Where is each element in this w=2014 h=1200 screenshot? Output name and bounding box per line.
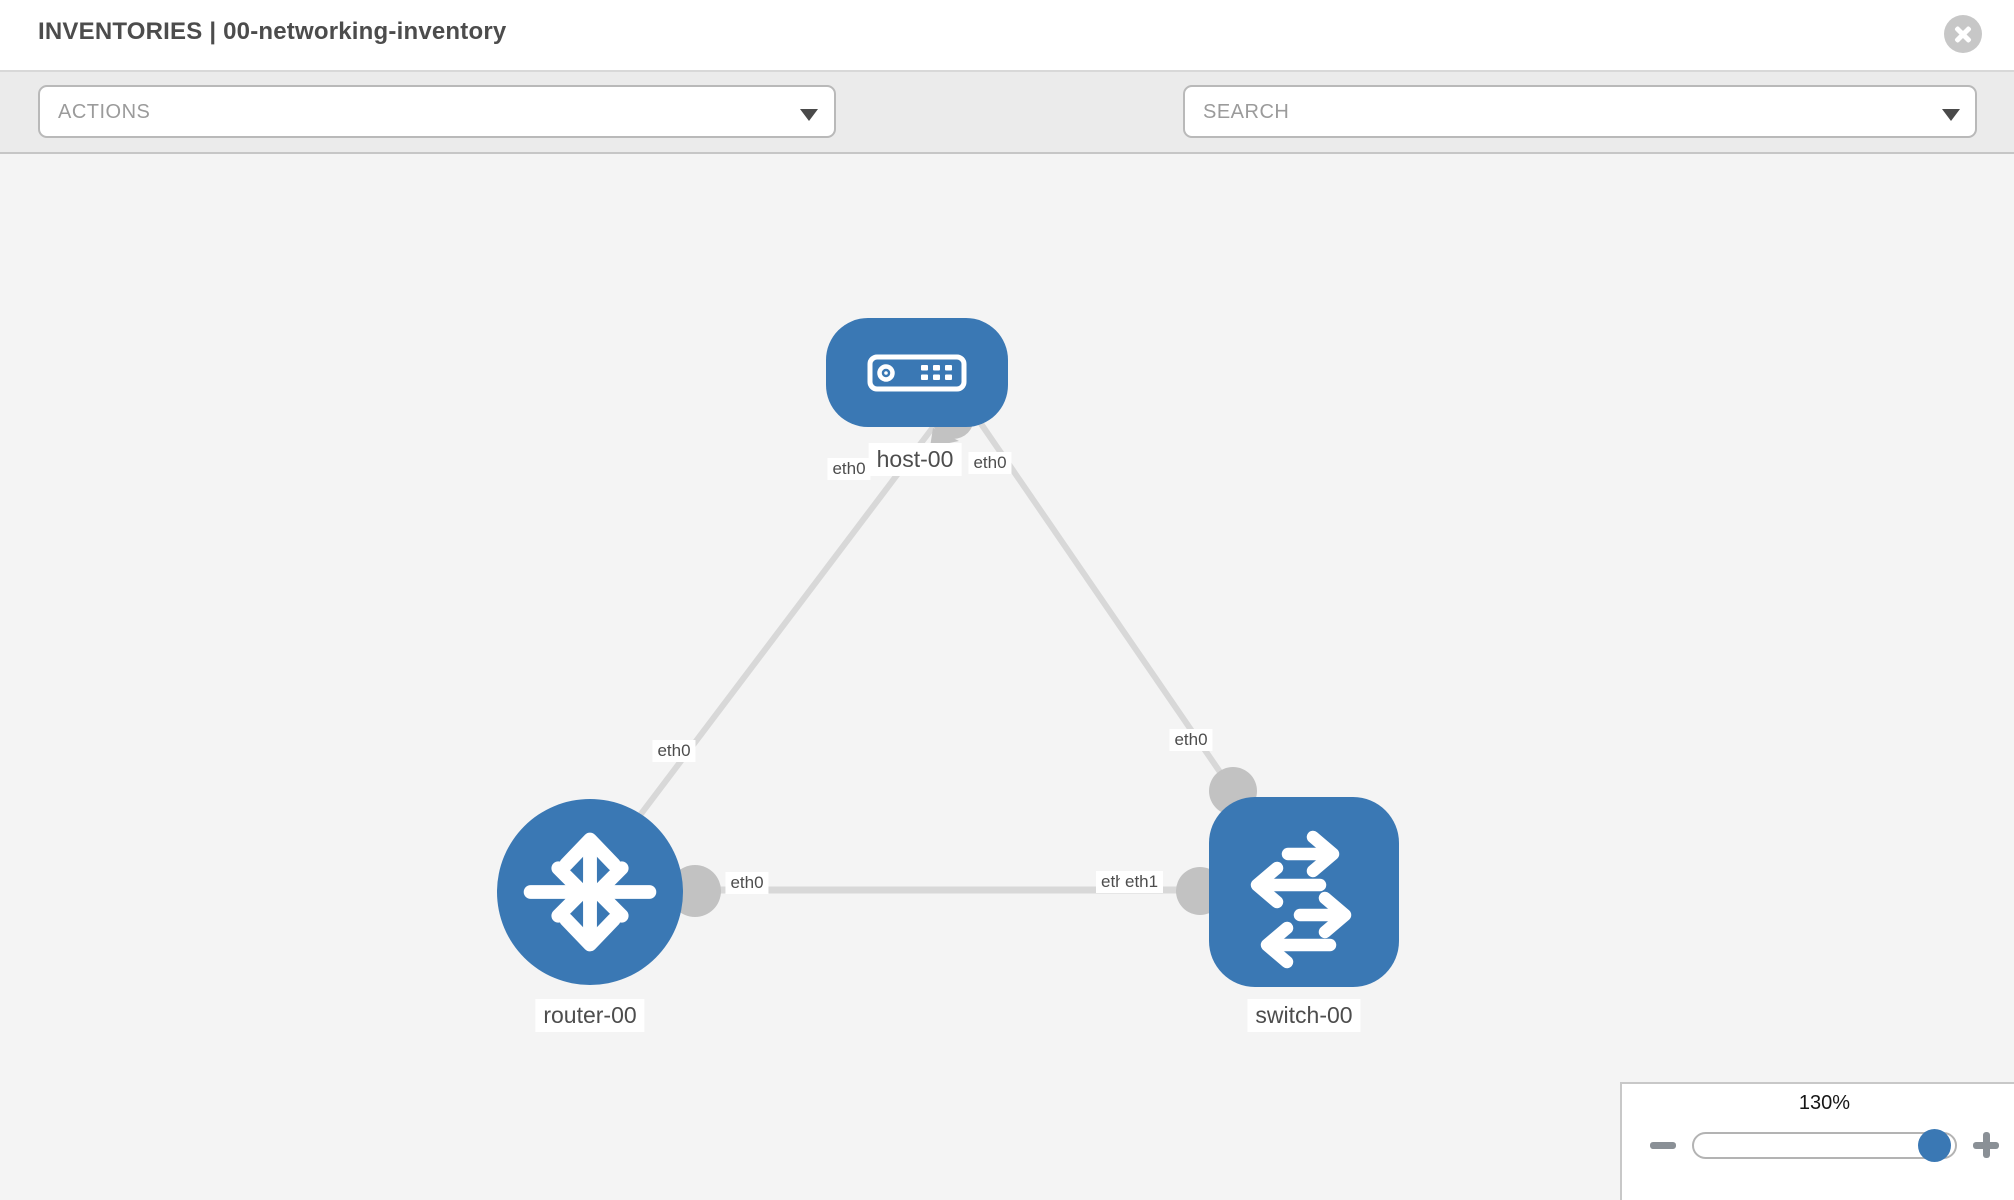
iface-label: eth0 <box>1169 729 1213 751</box>
router-icon <box>523 832 657 952</box>
page-title: INVENTORIES | 00-networking-inventory <box>38 18 507 45</box>
link-host-router <box>607 416 943 857</box>
switch-icon <box>1250 830 1352 969</box>
chevron-down-icon <box>800 109 818 121</box>
iface-label: eth0 <box>827 458 871 480</box>
topology-links-layer <box>607 397 1257 917</box>
iface-label: eth0 <box>725 872 769 894</box>
link-host-switch <box>972 413 1236 793</box>
topology-canvas[interactable]: eth0 eth0 eth0 eth0 eth0 eth1 eth1 host-… <box>0 154 2014 1200</box>
zoom-level-value: 130% <box>1798 1092 1851 1114</box>
node-label-host: host-00 <box>868 443 962 476</box>
zoom-in-button[interactable] <box>1969 1128 2003 1162</box>
close-button[interactable] <box>1944 15 1982 53</box>
zoom-out-button[interactable] <box>1646 1128 1680 1162</box>
node-label-switch: switch-00 <box>1247 999 1361 1032</box>
actions-dropdown-label: ACTIONS <box>58 101 151 123</box>
actions-dropdown[interactable]: ACTIONS <box>38 85 836 138</box>
iface-label: eth0 <box>968 452 1012 474</box>
header: INVENTORIES | 00-networking-inventory <box>0 0 2014 72</box>
node-router-00[interactable] <box>497 799 683 985</box>
chevron-down-icon <box>1942 109 1960 121</box>
search-dropdown[interactable]: SEARCH <box>1183 85 1977 138</box>
node-label-router: router-00 <box>535 999 645 1032</box>
zoom-panel: 130% <box>1620 1082 2014 1200</box>
iface-label: eth1 <box>1120 871 1164 893</box>
search-dropdown-label: SEARCH <box>1203 101 1290 123</box>
node-switch-00[interactable] <box>1209 797 1399 987</box>
port-connector-host-tail <box>930 428 959 447</box>
toolbar: ACTIONS SEARCH <box>0 72 2014 202</box>
host-icon <box>867 354 967 391</box>
node-host-00[interactable] <box>826 318 1008 427</box>
iface-label: eth0 <box>652 740 696 762</box>
zoom-slider[interactable] <box>1692 1129 1957 1162</box>
minus-icon <box>1650 1142 1676 1149</box>
zoom-slider-knob[interactable] <box>1918 1129 1951 1162</box>
